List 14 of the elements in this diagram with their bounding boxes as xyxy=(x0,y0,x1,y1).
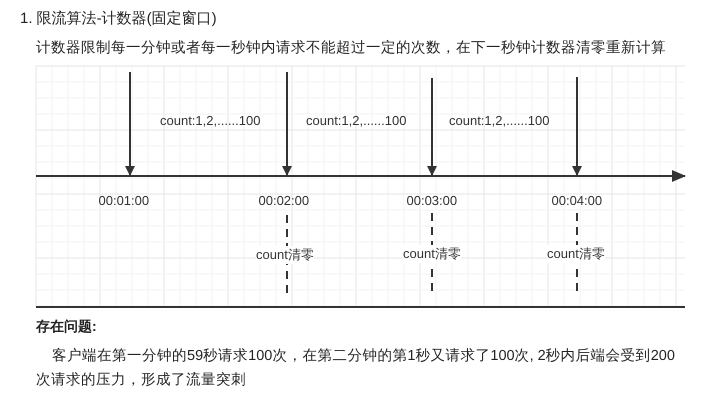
reset-label: count清零 xyxy=(547,245,605,263)
count-label: count:1,2,......100 xyxy=(306,113,406,129)
time-label: 00:03:00 xyxy=(406,193,458,209)
count-label: count:1,2,......100 xyxy=(449,113,550,129)
time-label: 00:02:00 xyxy=(258,193,310,209)
reset-label: count清零 xyxy=(256,246,314,264)
problem-text: 客户端在第一分钟的59秒请求100次，在第二分钟的第1秒又请求了100次, 2秒内后端会受到200次请求的压力，形成了流量突刺 xyxy=(36,346,676,390)
description-text: 计数器限制每一分钟或者每一秒钟内请求不能超过一定的次数，在下一秒钟计数器清零重新计算 xyxy=(36,40,666,58)
reset-label: count清零 xyxy=(403,245,461,263)
section-heading: 存在问题: xyxy=(36,318,97,335)
count-label: count:1,2,......100 xyxy=(160,113,260,129)
time-label: 00:01:00 xyxy=(98,193,150,209)
time-label: 00:04:00 xyxy=(552,193,602,209)
heading: 1. 限流算法-计数器(固定窗口) xyxy=(20,10,217,28)
